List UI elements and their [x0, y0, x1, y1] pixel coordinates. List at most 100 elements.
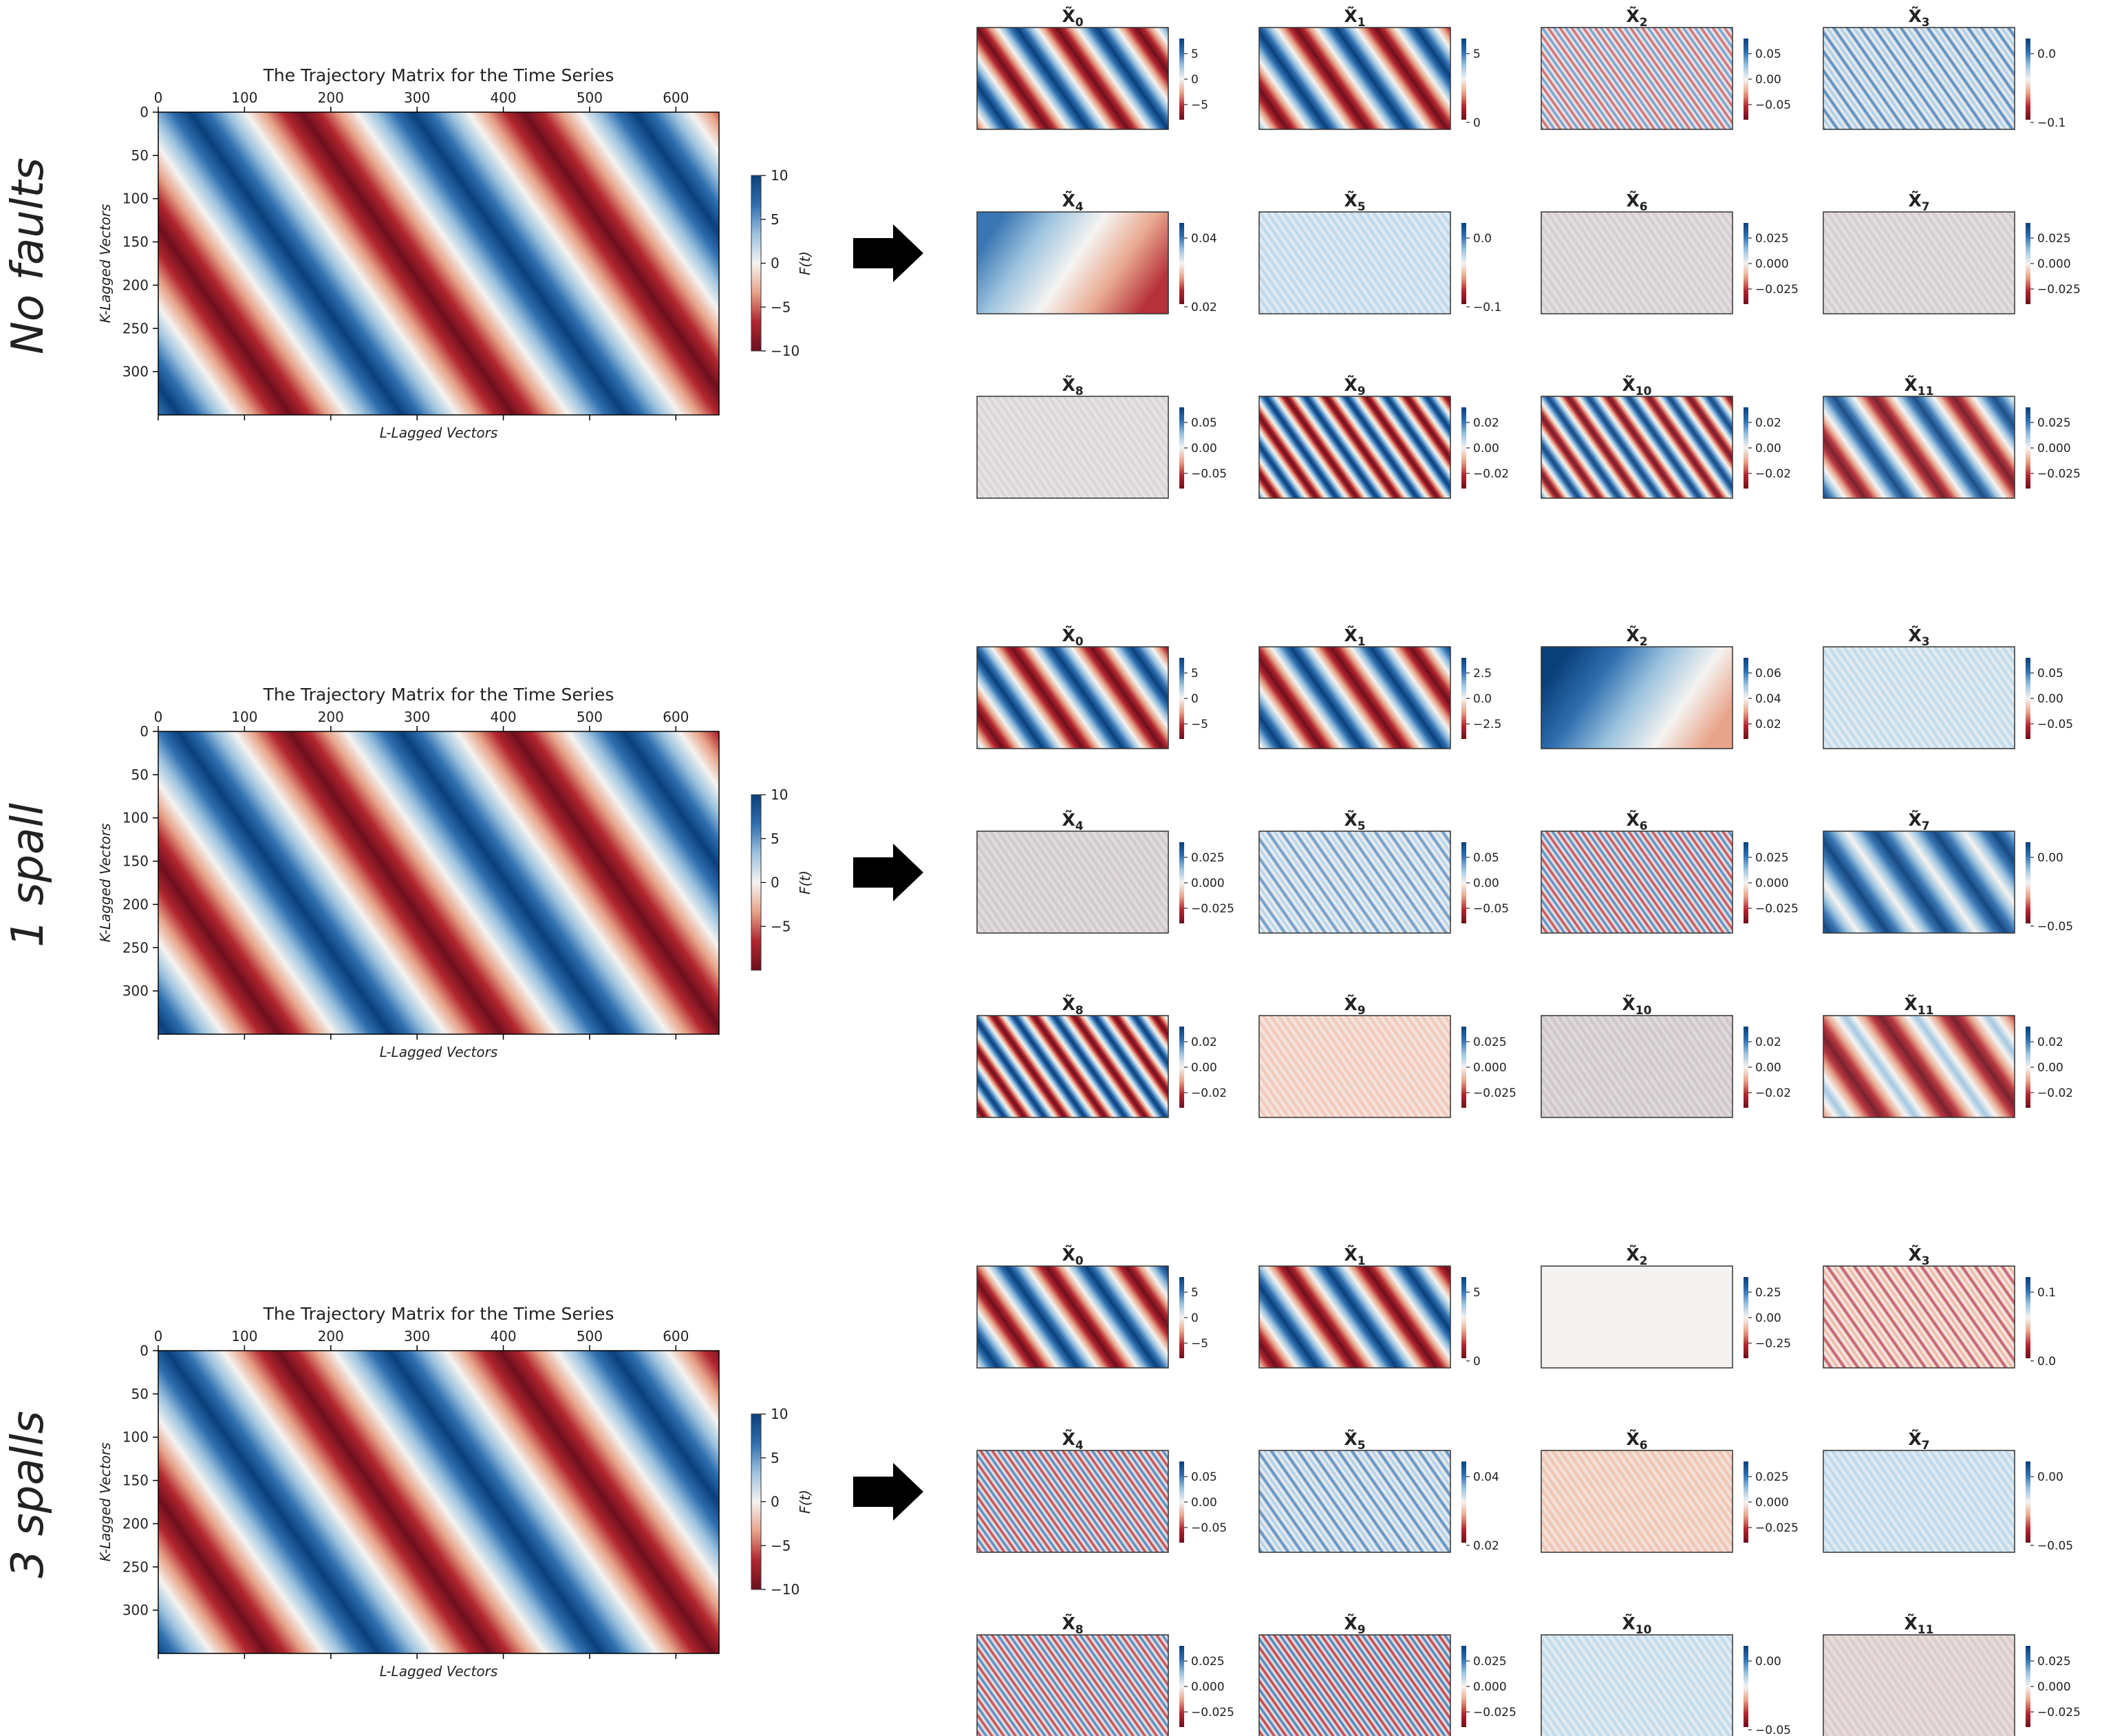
component-tick-label: 0.04 — [1755, 692, 1781, 706]
component-tick-label: −0.025 — [1473, 1086, 1516, 1100]
component-frame — [1258, 1634, 1451, 1736]
component-title: X̃1 — [1344, 6, 1365, 30]
component-panel: X̃050−5 — [976, 1245, 1208, 1369]
component-tick-label: 0.02 — [1191, 1036, 1217, 1049]
component-index: 6 — [1640, 200, 1648, 214]
component-frame — [1258, 831, 1451, 934]
component-index: 8 — [1075, 1623, 1084, 1637]
right-arrow-icon — [853, 224, 923, 282]
component-panel: X̃80.050.00−0.05 — [976, 375, 1227, 499]
colorbar-label: F(t) — [797, 870, 813, 894]
component-panel: X̃100.020.00−0.02 — [1541, 375, 1791, 499]
component-symbol: X̃ — [1344, 994, 1357, 1014]
component-heatmap — [977, 396, 1168, 498]
component-heatmap — [1259, 1266, 1450, 1368]
component-symbol: X̃ — [1622, 994, 1636, 1014]
component-tick-label: −2.5 — [1473, 718, 1501, 731]
component-tick-label: 0.05 — [1191, 416, 1217, 430]
component-colorbar — [1744, 407, 1748, 489]
colorbar-tick-label: 5 — [771, 831, 780, 847]
component-tick-label: −0.025 — [1755, 1521, 1799, 1535]
y-tick-label: 0 — [140, 1342, 149, 1359]
component-tick-label: 0.02 — [1473, 1539, 1499, 1553]
y-axis-label: K-Lagged Vectors — [97, 1443, 114, 1562]
component-colorbar — [1179, 658, 1184, 739]
component-title: X̃1 — [1344, 1245, 1365, 1268]
component-panel: X̃12.50.0−2.5 — [1258, 625, 1501, 749]
component-colorbar — [1179, 1646, 1184, 1727]
component-symbol: X̃ — [1626, 6, 1639, 26]
component-title: X̃3 — [1908, 6, 1929, 30]
component-tick-label: 0.025 — [1755, 851, 1789, 865]
component-panel: X̃50.0−0.1 — [1258, 191, 1501, 314]
component-heatmap — [1541, 831, 1733, 933]
component-frame — [976, 646, 1169, 749]
component-tick-label: 0 — [1191, 73, 1199, 87]
component-tick-label: 0.0 — [1473, 692, 1492, 706]
component-symbol: X̃ — [1062, 625, 1075, 645]
component-index: 7 — [1922, 819, 1930, 833]
component-colorbar — [2026, 1027, 2030, 1108]
component-frame — [1823, 1265, 2015, 1369]
component-title: X̃10 — [1622, 994, 1652, 1018]
component-tick-label: −0.1 — [1473, 301, 1501, 314]
component-heatmap — [1541, 212, 1733, 314]
component-index: 5 — [1358, 1439, 1366, 1453]
component-heatmap — [1541, 1450, 1733, 1552]
component-title: X̃8 — [1062, 994, 1083, 1018]
component-colorbar — [1461, 1646, 1466, 1727]
component-tick-label: 0.04 — [1473, 1470, 1499, 1484]
component-title: X̃4 — [1062, 1429, 1083, 1453]
colorbar-tick-label: −5 — [771, 1537, 791, 1554]
component-symbol: X̃ — [1908, 1429, 1921, 1449]
component-index: 6 — [1640, 1439, 1648, 1453]
component-frame — [976, 396, 1169, 499]
colorbar-tick-label: 5 — [771, 1450, 780, 1466]
component-index: 10 — [1636, 1623, 1652, 1637]
component-symbol: X̃ — [1908, 6, 1921, 26]
component-tick-label: 0.00 — [2037, 851, 2063, 865]
component-symbol: X̃ — [1062, 1614, 1075, 1633]
component-heatmap — [1823, 1016, 2015, 1117]
component-heatmap — [977, 1016, 1168, 1117]
colorbar-tick-label: 10 — [771, 786, 788, 803]
component-frame — [1258, 396, 1451, 499]
component-panel: X̃050−5 — [976, 6, 1208, 130]
x-tick-label: 600 — [663, 89, 689, 106]
component-title: X̃2 — [1626, 6, 1647, 30]
component-title: X̃11 — [1905, 994, 1934, 1018]
component-colorbar — [1461, 1027, 1466, 1108]
component-panel: X̃050−5 — [976, 625, 1208, 749]
component-colorbar — [2026, 1277, 2030, 1358]
component-colorbar — [1744, 658, 1748, 739]
component-title: X̃4 — [1062, 191, 1083, 214]
component-symbol: X̃ — [1062, 191, 1075, 211]
component-tick-label: 5 — [1191, 1286, 1199, 1300]
component-tick-label: 0.025 — [1191, 851, 1225, 865]
component-panel: X̃150 — [1258, 6, 1481, 130]
y-tick-label: 150 — [122, 853, 149, 870]
component-index: 2 — [1640, 1254, 1648, 1268]
component-symbol: X̃ — [1908, 1245, 1921, 1265]
component-symbol: X̃ — [1062, 810, 1075, 830]
component-tick-label: −0.05 — [2037, 718, 2073, 731]
y-tick-label: 100 — [122, 810, 149, 826]
component-panel: X̃70.00−0.05 — [1823, 1429, 2073, 1553]
component-frame — [1541, 1450, 1733, 1553]
component-frame — [1541, 396, 1733, 499]
component-title: X̃0 — [1062, 1245, 1083, 1268]
component-panel: X̃20.050.00−0.05 — [1541, 6, 1791, 130]
component-symbol: X̃ — [1344, 1614, 1357, 1633]
component-symbol: X̃ — [1344, 1245, 1357, 1265]
component-tick-label: −0.05 — [2037, 920, 2073, 934]
component-index: 11 — [1918, 385, 1934, 398]
component-symbol: X̃ — [1062, 1429, 1075, 1449]
component-index: 5 — [1358, 819, 1366, 833]
main-colorbar — [751, 175, 762, 352]
x-tick-label: 600 — [663, 709, 689, 725]
